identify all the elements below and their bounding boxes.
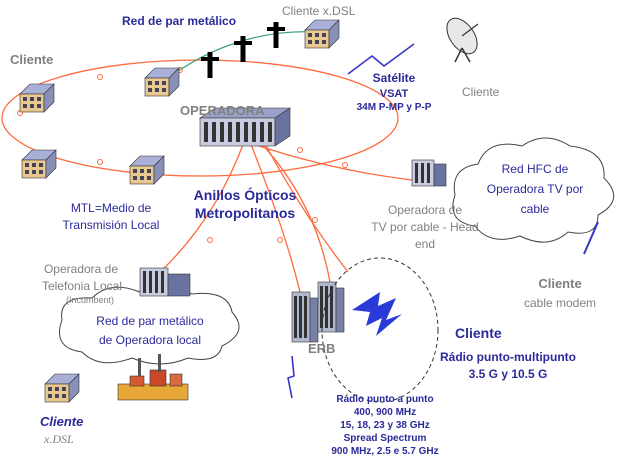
radio-pp-freq-1: 400, 900 MHz (353, 407, 417, 418)
vsat-label: VSAT (379, 88, 409, 100)
cliente-left-label: Cliente (10, 52, 54, 67)
xdsl-bottom-label: x.DSL (44, 432, 74, 446)
radio-pp-freq-2: 15, 18, 23 y 38 GHz (340, 420, 430, 431)
cliente-right-top-label: Cliente (462, 85, 500, 99)
incumbent-label: (Incumbent) (65, 295, 115, 305)
op-cable-label-2: TV por cable - Head (371, 220, 479, 234)
cliente-cable-label: Cliente (538, 276, 582, 291)
red-par-metalico-label: Red de par metálico (122, 14, 237, 28)
radio-link-bottom (287, 355, 295, 399)
client-buildings (19, 19, 340, 185)
red-local-label-2: de Operadora local (98, 333, 202, 347)
radio-bolt-icon (352, 292, 402, 336)
red-hfc-label-3: cable (520, 202, 550, 216)
radio-pmp-freq-label: 3.5 G y 10.5 G (468, 367, 548, 381)
cliente-bottom-label: Cliente (40, 414, 84, 429)
factory-icon (117, 354, 189, 401)
radio-pp-freq-3: Spread Spectrum (343, 433, 427, 444)
radio-pmp-label: Rádio punto-multipunto (440, 350, 576, 364)
vsat-rates-label: 34M P-MP y P-P (356, 102, 432, 113)
headend-building (411, 159, 447, 187)
radio-coverage-circle (321, 257, 439, 403)
radio-pp-freq-4: 900 MHz, 2.5 e 5.7 GHz (331, 446, 439, 457)
anillos-label-1: Anillos Ópticos (193, 187, 297, 203)
red-local-label-1: Red de par metálico (96, 314, 204, 328)
op-cable-label-3: end (414, 237, 436, 251)
op-telefonia-label-2: Telefonia Local (41, 279, 123, 293)
red-hfc-label-2: Operadora TV por (486, 182, 584, 196)
operadora-label: OPERADORA (180, 103, 265, 118)
erb-label: ERB (308, 341, 336, 356)
hfc-cloud (452, 137, 614, 243)
mtl-label-2: Transmisión Local (62, 218, 160, 232)
anillos-label-2: Metropolitanos (194, 205, 296, 221)
op-cable-label-1: Operadora de (387, 203, 463, 217)
red-hfc-label-1: Red HFC de (501, 162, 569, 176)
fiber-ring (1, 59, 431, 293)
satellite-link (347, 43, 415, 75)
cable-modem-label: cable modem (523, 296, 597, 310)
satellite-dish-icon (446, 17, 479, 63)
mtl-label-1: MTL=Medio de (70, 201, 152, 215)
local-operator-cloud (59, 286, 240, 365)
radio-pp-label: Rádio punto a punto (336, 394, 434, 405)
bottom-client-building (44, 373, 80, 403)
cliente-radio-label: Cliente (455, 325, 502, 341)
satelite-label: Satélite (372, 71, 416, 85)
telephone-poles (201, 22, 285, 78)
cable-modem-link (583, 221, 599, 255)
cliente-xdsl-top-label: Cliente x.DSL (282, 4, 356, 18)
operadora-building (199, 107, 291, 147)
telefonia-building (139, 267, 191, 297)
op-telefonia-label-1: Operadora de (43, 262, 119, 276)
